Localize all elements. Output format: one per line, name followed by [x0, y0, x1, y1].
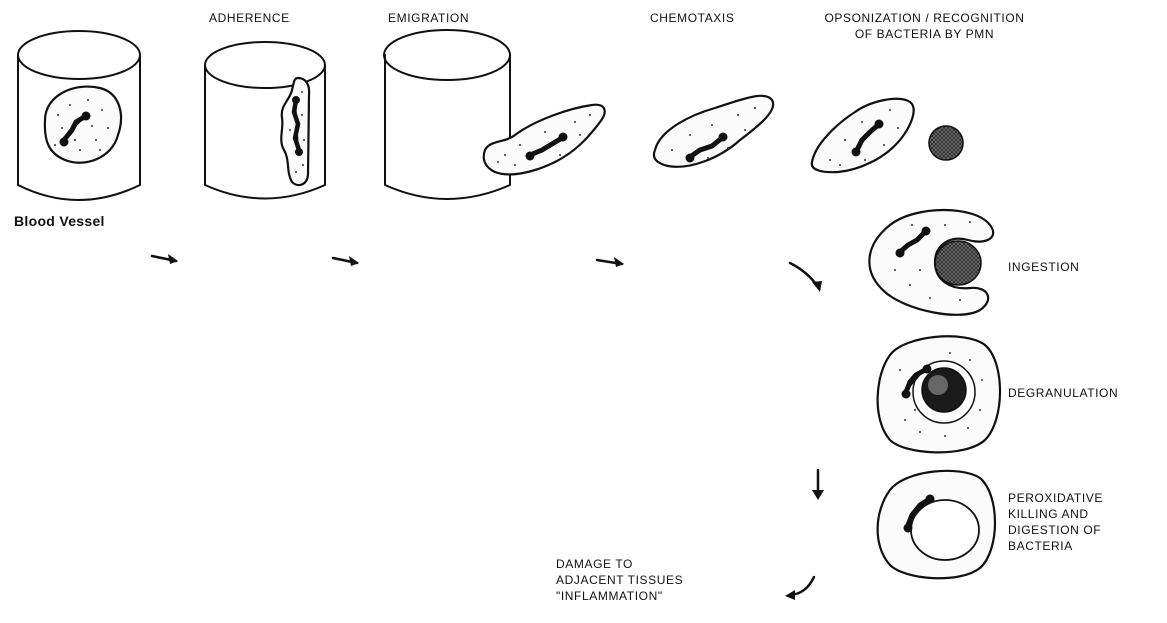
arrow-4-curved	[790, 263, 822, 292]
ingested-bacterium	[935, 241, 981, 285]
label-damage-line3: "INFLAMMATION"	[556, 588, 683, 604]
label-emigration: EMIGRATION	[388, 10, 469, 26]
label-peroxidative: PEROXIDATIVE KILLING AND DIGESTION OF BA…	[1008, 490, 1103, 554]
label-ingestion: INGESTION	[1008, 259, 1079, 275]
arrow-3	[597, 257, 624, 267]
label-peroxidative-line4: BACTERIA	[1008, 538, 1103, 554]
label-opsonization: OPSONIZATION / RECOGNITION OF BACTERIA B…	[812, 10, 1037, 42]
label-peroxidative-line3: DIGESTION OF	[1008, 522, 1103, 538]
label-degranulation: DEGRANULATION	[1008, 385, 1118, 401]
label-chemotaxis: CHEMOTAXIS	[650, 10, 734, 26]
label-adherence: ADHERENCE	[209, 10, 290, 26]
label-opsonization-line2: OF BACTERIA BY PMN	[812, 26, 1037, 42]
pmn-cell-opsonization	[812, 99, 914, 172]
label-peroxidative-line2: KILLING AND	[1008, 506, 1103, 522]
bacterium	[929, 126, 963, 160]
pmn-cell-peroxidative-killing	[878, 471, 995, 578]
label-damage: DAMAGE TO ADJACENT TISSUES "INFLAMMATION…	[556, 556, 683, 604]
pmn-cell-adhering	[281, 78, 309, 185]
label-peroxidative-line1: PEROXIDATIVE	[1008, 490, 1103, 506]
label-opsonization-line1: OPSONIZATION / RECOGNITION	[812, 10, 1037, 26]
emigration-vessel-cylinder	[384, 30, 510, 199]
pmn-cell-in-vessel	[45, 87, 121, 163]
pmn-cell-ingestion	[869, 210, 993, 315]
pmn-cell-degranulation	[878, 336, 1000, 452]
arrow-5-down	[812, 470, 824, 500]
pmn-cell-chemotaxis	[654, 96, 773, 167]
arrow-6-curved	[785, 577, 814, 600]
label-blood-vessel: Blood Vessel	[14, 213, 105, 229]
label-damage-line2: ADJACENT TISSUES	[556, 572, 683, 588]
label-damage-line1: DAMAGE TO	[556, 556, 683, 572]
arrow-2	[333, 256, 359, 266]
pmn-cell-emigrating	[484, 105, 605, 175]
arrow-1	[152, 254, 178, 264]
